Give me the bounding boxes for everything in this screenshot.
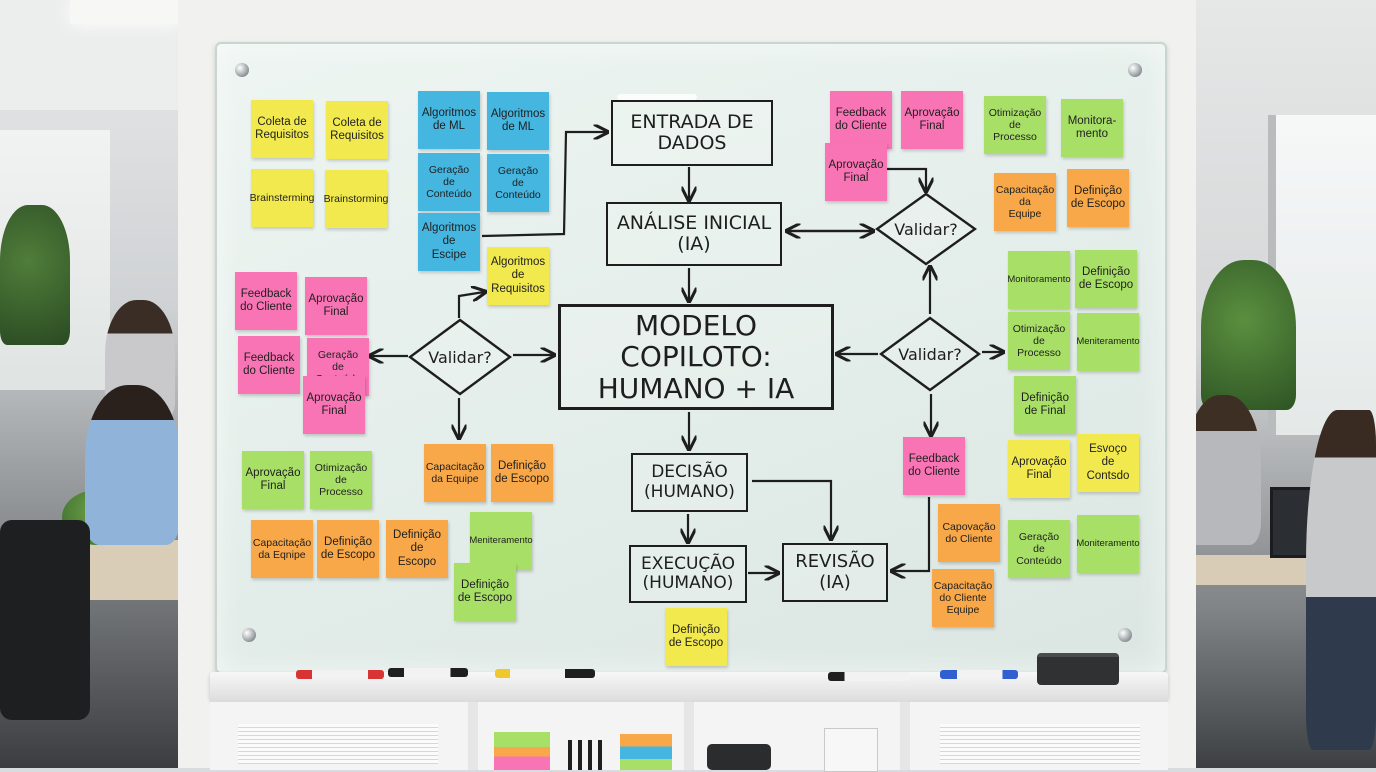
- sticky-note: Capovação do Cliente: [938, 504, 1000, 562]
- plant-right: [1201, 260, 1296, 410]
- mount-bolt: [1118, 628, 1132, 642]
- diamond-validar-right: Validar?: [879, 316, 981, 392]
- sticky-note: Definição de Escopo: [665, 608, 727, 666]
- sticky-note: Capacitação da Eqnipe: [251, 520, 313, 578]
- small-box: [824, 728, 878, 772]
- tape-dispenser: [707, 744, 771, 770]
- sticky-note: Brainstorming: [324, 170, 388, 228]
- storage-shelf: [210, 700, 1168, 772]
- sticky-note: Definição de Escopo: [317, 520, 379, 578]
- sticky-pad-stack: [494, 732, 550, 770]
- sticky-note: Capacitação da Equipe: [994, 173, 1056, 231]
- sticky-note: Monitora- mento: [1061, 99, 1123, 157]
- sticky-note: Definição de Final: [1014, 376, 1076, 434]
- sticky-note: Capacitação do Cliente Equipe: [932, 569, 994, 627]
- box-decisao: DECISÃO (HUMANO): [631, 453, 748, 512]
- office-chair-left: [0, 520, 90, 720]
- diamond-outline: [408, 318, 512, 396]
- sticky-note: Coleta de Requisitos: [251, 100, 313, 158]
- black-marker: [388, 668, 468, 677]
- diamond-label: Validar?: [898, 344, 962, 364]
- spare-markers: [568, 740, 608, 770]
- sticky-note: Otimização de Processo: [310, 451, 372, 509]
- yellow-marker: [495, 669, 595, 678]
- sticky-note: Definição de Escopo: [1075, 250, 1137, 308]
- glass-glare: [617, 94, 697, 100]
- box-entrada-de-dados: ENTRADA DE DADOS: [611, 100, 773, 166]
- sticky-note: Otimização de Processo: [984, 96, 1046, 154]
- box-revisao: REVISÃO (IA): [782, 543, 888, 602]
- sticky-note: Meniteramento: [469, 512, 533, 570]
- sticky-note: Definição de Escopo: [491, 444, 553, 502]
- blue-marker: [940, 670, 1018, 679]
- sticky-note: Meniteramento: [1076, 313, 1140, 371]
- person-right-front: [1306, 410, 1376, 750]
- paper-stack: [238, 724, 438, 764]
- sticky-note: Definição de Escopo: [454, 563, 516, 621]
- diamond-label: Validar?: [428, 347, 492, 367]
- sticky-note: Geração de Conteúdo: [487, 154, 549, 212]
- sticky-note: Otimização de Processo: [1008, 312, 1070, 370]
- sticky-note: Geração de Conteúdo: [418, 153, 480, 211]
- diamond-outline: [875, 192, 977, 266]
- diamond-outline: [879, 316, 981, 392]
- mount-bolt: [1128, 63, 1142, 77]
- mount-bolt: [242, 628, 256, 642]
- sticky-note: Geração de Conteúdo: [1008, 520, 1070, 578]
- sticky-note: Aprovação Final: [901, 91, 963, 149]
- sticky-note: Moniteramento: [1076, 515, 1140, 573]
- sticky-note: Aprovação Final: [825, 143, 887, 201]
- sticky-note: Aprovação Final: [1008, 440, 1070, 498]
- box-modelo-copiloto: MODELO COPILOTO: HUMANO + IA: [558, 304, 834, 410]
- red-marker: [296, 670, 384, 679]
- sticky-note: Aprovação Final: [242, 451, 304, 509]
- office-background-right: [1186, 0, 1376, 768]
- shelf-divider: [468, 702, 478, 770]
- shelf-divider: [900, 702, 910, 770]
- sticky-note: Algoritmos de ML: [487, 92, 549, 150]
- box-execucao: EXECUÇÃO (HUMANO): [629, 545, 747, 603]
- sticky-pad-stack: [620, 734, 672, 770]
- person-left-front: [85, 385, 180, 545]
- sticky-note: Definição de Escopo: [1067, 169, 1129, 227]
- sticky-note: Coleta de Requisitos: [326, 101, 388, 159]
- paper-stack: [940, 724, 1140, 764]
- sticky-note: Monitoramento: [1007, 251, 1071, 309]
- sticky-note: Feedback do Cliente: [238, 336, 300, 394]
- sticky-note: Definição de Escopo: [386, 520, 448, 578]
- sticky-note: Aprovação Final: [305, 277, 367, 335]
- person-right-back: [1186, 395, 1261, 545]
- sticky-note: Feedback do Cliente: [235, 272, 297, 330]
- plant-left: [0, 205, 70, 345]
- black-marker: [828, 672, 910, 681]
- diamond-label: Validar?: [894, 219, 958, 239]
- box-analise-inicial: ANÁLISE INICIAL (IA): [606, 202, 782, 266]
- sticky-note: Feedback do Cliente: [903, 437, 965, 495]
- sticky-note: Feedback do Cliente: [830, 91, 892, 149]
- diamond-validar-top-right: Validar?: [875, 192, 977, 266]
- sticky-note: Aprovação Final: [303, 376, 365, 434]
- mount-bolt: [235, 63, 249, 77]
- whiteboard-eraser: [1037, 653, 1119, 685]
- sticky-note: Algoritmos de Escipe: [418, 213, 480, 271]
- shelf-divider: [684, 702, 694, 770]
- diamond-validar-left: Validar?: [408, 318, 512, 396]
- sticky-note: Capacitação da Equipe: [424, 444, 486, 502]
- sticky-note: Brainsterming: [250, 169, 314, 227]
- ceiling-light: [70, 0, 180, 24]
- sticky-note: Algoritmos de ML: [418, 91, 480, 149]
- sticky-note: Algoritmos de Requisitos: [487, 247, 549, 305]
- sticky-note: Esvoço de Contsdo: [1077, 434, 1139, 492]
